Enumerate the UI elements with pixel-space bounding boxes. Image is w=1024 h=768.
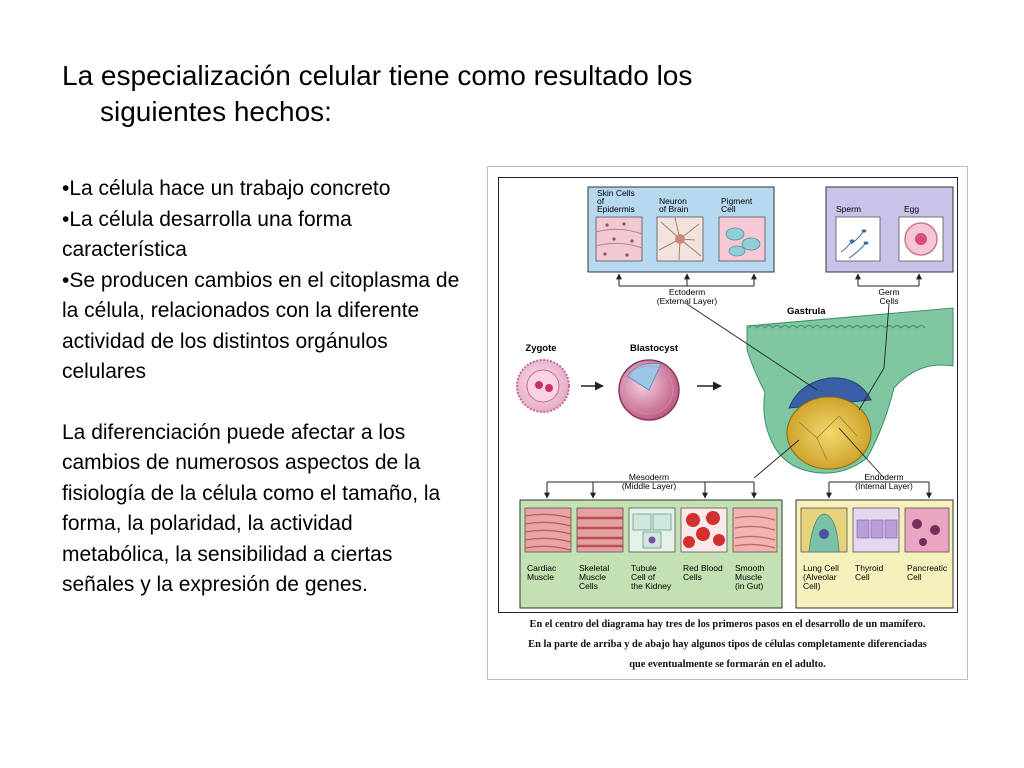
endoderm-label-2: (Internal Layer) [855,481,913,491]
title-line-2: siguientes hechos: [100,96,332,127]
caption-line-2: En la parte de arriba y de abajo hay alg… [528,639,927,650]
skin-label-2: of [597,196,605,206]
caption-line-1: En el centro del diagrama hay tres de lo… [529,619,926,630]
pigment-label-1: Pigment [721,196,753,206]
zygote-label: Zygote [525,343,556,354]
smooth-label-1: Smooth [735,563,765,573]
gastrula-label: Gastrula [787,306,826,317]
cell-differentiation-figure: Skin Cells of Epidermis Neuron of Brain [487,166,968,680]
title-line-1: La especialización celular tiene como re… [62,60,693,91]
skin-label-3: Epidermis [597,204,635,214]
thyroid-cell-group: Thyroid Cell [852,507,900,582]
lung-label-1: Lung Cell [803,563,839,573]
diagram-frame: Skin Cells of Epidermis Neuron of Brain [498,177,958,613]
pancreatic-cell-group: Pancreatic Cell [904,507,950,582]
germ-bracket [855,273,922,287]
blastocyst-image [618,359,680,421]
egg-group: Egg [898,204,944,262]
skeletal-image [576,507,624,553]
pancreatic-label-2: Cell [907,572,922,582]
germ-label-2: Cells [880,296,899,306]
thyroid-label-1: Thyroid [855,563,884,573]
tubule-label-3: the Kidney [631,581,672,591]
slide-title: La especialización celular tiene como re… [62,58,862,130]
mesoderm-label-1: Mesoderm [629,472,669,482]
pigment-label-2: Cell [721,204,736,214]
smooth-label-3: (in Gut) [735,581,764,591]
figure-caption: En el centro del diagrama hay tres de lo… [488,615,967,675]
neuron-group: Neuron of Brain [656,196,704,262]
differentiation-paragraph: La diferenciación puede afectar a los ca… [62,420,441,597]
pancreatic-label-1: Pancreatic [907,563,948,573]
tubule-label-2: Cell of [631,572,656,582]
skeletal-label-2: Muscle [579,572,606,582]
egg-label: Egg [904,204,919,214]
lung-label-2: (Alveolar [803,572,837,582]
kidney-tubule-group: Tubule Cell of the Kidney [628,507,676,591]
bullet-1: •La célula hace un trabajo concreto [62,177,391,200]
skeletal-label-1: Skeletal [579,563,609,573]
skeletal-muscle-group: Skeletal Muscle Cells [576,507,624,591]
lung-label-3: Cell) [803,581,821,591]
mesoderm-bracket [544,481,757,499]
skeletal-label-3: Cells [579,581,598,591]
bullet-2: •La célula desarrolla una forma caracter… [62,207,352,262]
pancreatic-cell-image [904,507,950,553]
ectoderm-label-1: Ectoderm [669,287,705,297]
body-text: •La célula hace un trabajo concreto •La … [62,174,462,601]
neuron-label-2: of Brain [659,204,689,214]
layer-pointer-lines [686,303,890,479]
skin-cell-image [595,216,643,262]
thyroid-label-2: Cell [855,572,870,582]
smooth-muscle-group: Smooth Muscle (in Gut) [732,507,778,591]
cell-differentiation-diagram: Skin Cells of Epidermis Neuron of Brain [516,186,954,609]
germ-label-1: Germ [878,287,899,297]
lung-cell-group: Lung Cell (Alveolar Cell) [800,507,848,591]
gastrula-image [746,307,954,474]
skin-cell-group: Skin Cells of Epidermis [595,188,643,262]
rbc-label-2: Cells [683,572,702,582]
cardiac-label-1: Cardiac [527,563,557,573]
sperm-label: Sperm [836,204,861,214]
bullet-3: •Se producen cambios en el citoplasma de… [62,268,460,384]
neuron-label-1: Neuron [659,196,687,206]
cardiac-muscle-group: Cardiac Muscle [524,507,572,582]
red-blood-cells-group: Red Blood Cells [680,507,728,582]
mesoderm-label-2: (Middle Layer) [622,481,676,491]
caption-line-3: que eventualmente se formarán en el adul… [629,659,826,670]
skin-label-1: Skin Cells [597,188,635,198]
endoderm-label-1: Endoderm [864,472,903,482]
rbc-label-1: Red Blood [683,563,723,573]
ectoderm-label-2: (External Layer) [657,296,718,306]
pigment-cell-group: Pigment Cell [718,196,766,262]
tubule-label-1: Tubule [631,563,657,573]
sperm-image [835,216,881,262]
cardiac-label-2: Muscle [527,572,554,582]
zygote-image [516,359,570,413]
blastocyst-label: Blastocyst [630,343,679,354]
sperm-group: Sperm [835,204,881,262]
endoderm-bracket [826,481,932,499]
smooth-label-2: Muscle [735,572,762,582]
